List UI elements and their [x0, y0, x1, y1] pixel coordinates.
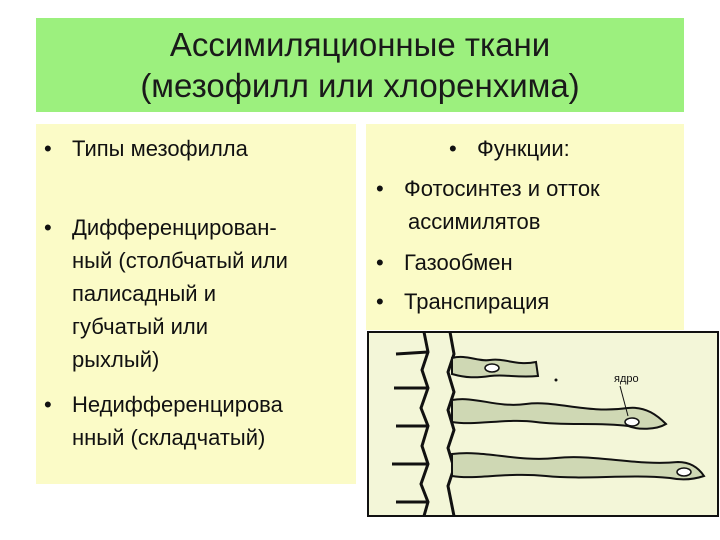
bullet-icon: • [376, 250, 384, 275]
cells-drawing: ядро [367, 331, 719, 517]
functions-heading: • Функции: [449, 132, 570, 165]
list-item-text: рыхлый) [72, 347, 160, 372]
label-dot [554, 378, 558, 382]
nucleus-lower [676, 467, 692, 477]
bullet-icon: • [44, 392, 52, 417]
nucleus-upper [484, 363, 500, 373]
list-item-text: Типы мезофилла [72, 136, 248, 161]
list-item-text: Дифференцирован- [72, 215, 277, 240]
nucleus-label: ядро [614, 373, 639, 385]
list-item-text: Фотосинтез и отток [404, 176, 600, 201]
arm-cell-middle [451, 398, 668, 430]
list-item-photosynthesis: • Фотосинтез и отток ассимилятов [376, 172, 600, 238]
list-item-text: ный (столбчатый или [72, 248, 288, 273]
list-item-mesophyll-types: • Типы мезофилла [44, 132, 248, 165]
list-item-differentiated: • Дифференцирован- ный (столбчатый или п… [44, 211, 288, 376]
bullet-icon: • [376, 176, 384, 201]
nucleus-middle [624, 417, 640, 427]
title-line-2: (мезофилл или хлоренхима) [140, 67, 580, 104]
list-item-transpiration: • Транспирация [376, 285, 549, 318]
list-item-text: ассимилятов [408, 209, 541, 234]
cross-walls [392, 350, 429, 504]
bullet-icon: • [44, 215, 52, 240]
label-pointer-line [619, 385, 629, 417]
title-banner: Ассимиляционные ткани (мезофилл или хлор… [36, 18, 684, 112]
list-item-text: губчатый или [72, 314, 209, 339]
list-item-text: палисадный и [72, 281, 216, 306]
arm-cell-lower [451, 452, 706, 481]
bullet-icon: • [376, 289, 384, 314]
list-item-text: Транспирация [404, 289, 550, 314]
mesophyll-types-panel [36, 124, 356, 484]
functions-heading-text: Функции: [477, 136, 570, 161]
bullet-icon: • [44, 136, 52, 161]
list-item-undifferentiated: • Недифференцирова нный (складчатый) [44, 388, 283, 454]
mesophyll-cells-illustration: ядро [366, 330, 720, 518]
functions-panel [366, 124, 684, 332]
bullet-icon: • [449, 136, 457, 161]
title-line-1: Ассимиляционные ткани [169, 26, 551, 63]
list-item-text: Недифференцирова [72, 392, 283, 417]
list-item-gas-exchange: • Газообмен [376, 246, 513, 279]
list-item-text: нный (складчатый) [72, 425, 266, 450]
list-item-text: Газообмен [404, 250, 513, 275]
